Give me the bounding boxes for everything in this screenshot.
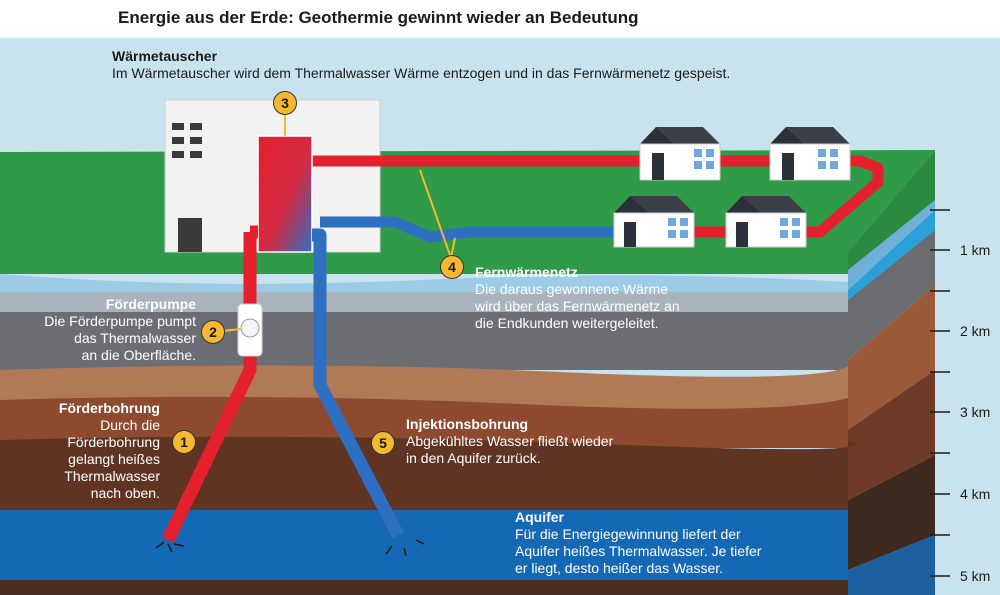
label-production-well: Förderbohrung Durch die Förderbohrung ge… [0,400,160,502]
depth-scale [930,209,950,577]
label-text-line: Aquifer heißes Thermalwasser. Je tiefer [515,543,762,559]
plant-window [190,137,202,144]
label-pump: Förderpumpe Die Förderpumpe pumpt das Th… [0,296,196,364]
label-text-line: gelangt heißes [68,451,160,467]
label-text-line: das Thermalwasser [74,330,196,346]
label-heading: Förderpumpe [105,296,196,312]
label-heat-exchanger: Wärmetauscher Im Wärmetauscher wird dem … [112,48,872,82]
pump-icon [240,318,260,338]
side-face-rock-brown [848,285,935,430]
district-heating-return-pipe [320,216,680,243]
house-icon [769,127,851,181]
label-text-line: an die Oberfläche. [81,347,196,363]
stratum-grey [0,312,848,370]
side-face-grass [848,150,935,270]
inflow-arrows-icon [155,541,185,553]
label-text-line: Die Förderpumpe pumpt [44,313,196,329]
label-text-line: Durch die [100,417,160,433]
network-pointer-a [419,169,452,259]
side-face-rock-grey [848,230,935,360]
stratum-grass-edge [0,252,848,274]
plant-window [172,123,184,130]
label-district-heating: Fernwärmenetz Die daraus gewonnene Wärme… [475,264,795,332]
label-text-line: er liegt, desto heißer das Wasser. [515,560,724,576]
plant-window [172,151,184,158]
plant-window [172,137,184,144]
plant-window [190,123,202,130]
depth-label: 3 km [960,404,991,420]
page-title: Energie aus der Erde: Geothermie gewinnt… [118,8,639,27]
plant-door [178,218,202,252]
stratum-light-grey [0,292,848,314]
side-face-aquifer [848,535,935,595]
side-face-water-2 [848,210,935,300]
label-text-line: Die daraus gewonnene Wärme [475,281,668,297]
injection-well-pipe [312,228,404,538]
label-text-line: Thermalwasser [64,468,160,484]
side-face-rock-dark [848,370,935,500]
step-badge-1: 1 [172,430,196,454]
stratum-aquifer [0,510,848,582]
house-icon [725,196,807,248]
label-text-line: Für die Energiegewinnung liefert der [515,526,741,542]
label-text-line: Im Wärmetauscher wird dem Thermalwasser … [112,65,731,81]
label-heading: Wärmetauscher [112,48,218,64]
label-aquifer: Aquifer Für die Energiegewinnung liefert… [515,509,835,577]
label-heading: Förderbohrung [58,400,160,416]
side-face-rock-darkest [848,455,935,570]
house-icon [613,196,695,248]
label-text-line: Abgekühltes Wasser fließt wieder [406,433,614,449]
depth-label: 2 km [960,323,991,339]
label-text-line: wird über das Fernwärmenetz an [475,298,680,314]
label-injection-well: Injektionsbohrung Abgekühltes Wasser fli… [406,416,706,467]
heat-exchanger [257,135,313,253]
label-heading: Injektionsbohrung [406,416,529,432]
house-icon [639,127,721,181]
label-text-line: Förderbohrung [67,434,160,450]
depth-label: 1 km [960,242,991,258]
plant-window [190,151,202,158]
network-pointer-b [450,237,456,259]
production-well-pipe [162,232,257,543]
label-text-line: in den Aquifer zurück. [406,450,541,466]
step-badge-4: 4 [440,255,464,279]
stratum-bedrock [0,580,848,595]
label-heading: Fernwärmenetz [475,264,578,280]
label-heading: Aquifer [515,509,564,525]
step-badge-5: 5 [371,431,395,455]
depth-label: 5 km [960,568,991,584]
label-text-line: die Endkunden weitergeleitet. [475,315,659,331]
depth-label: 4 km [960,486,991,502]
step-badge-2: 2 [201,320,225,344]
label-text-line: nach oben. [90,485,160,501]
step-badge-3: 3 [273,91,297,115]
pump-pointer [221,328,242,332]
outflow-arrows-icon [385,539,425,557]
